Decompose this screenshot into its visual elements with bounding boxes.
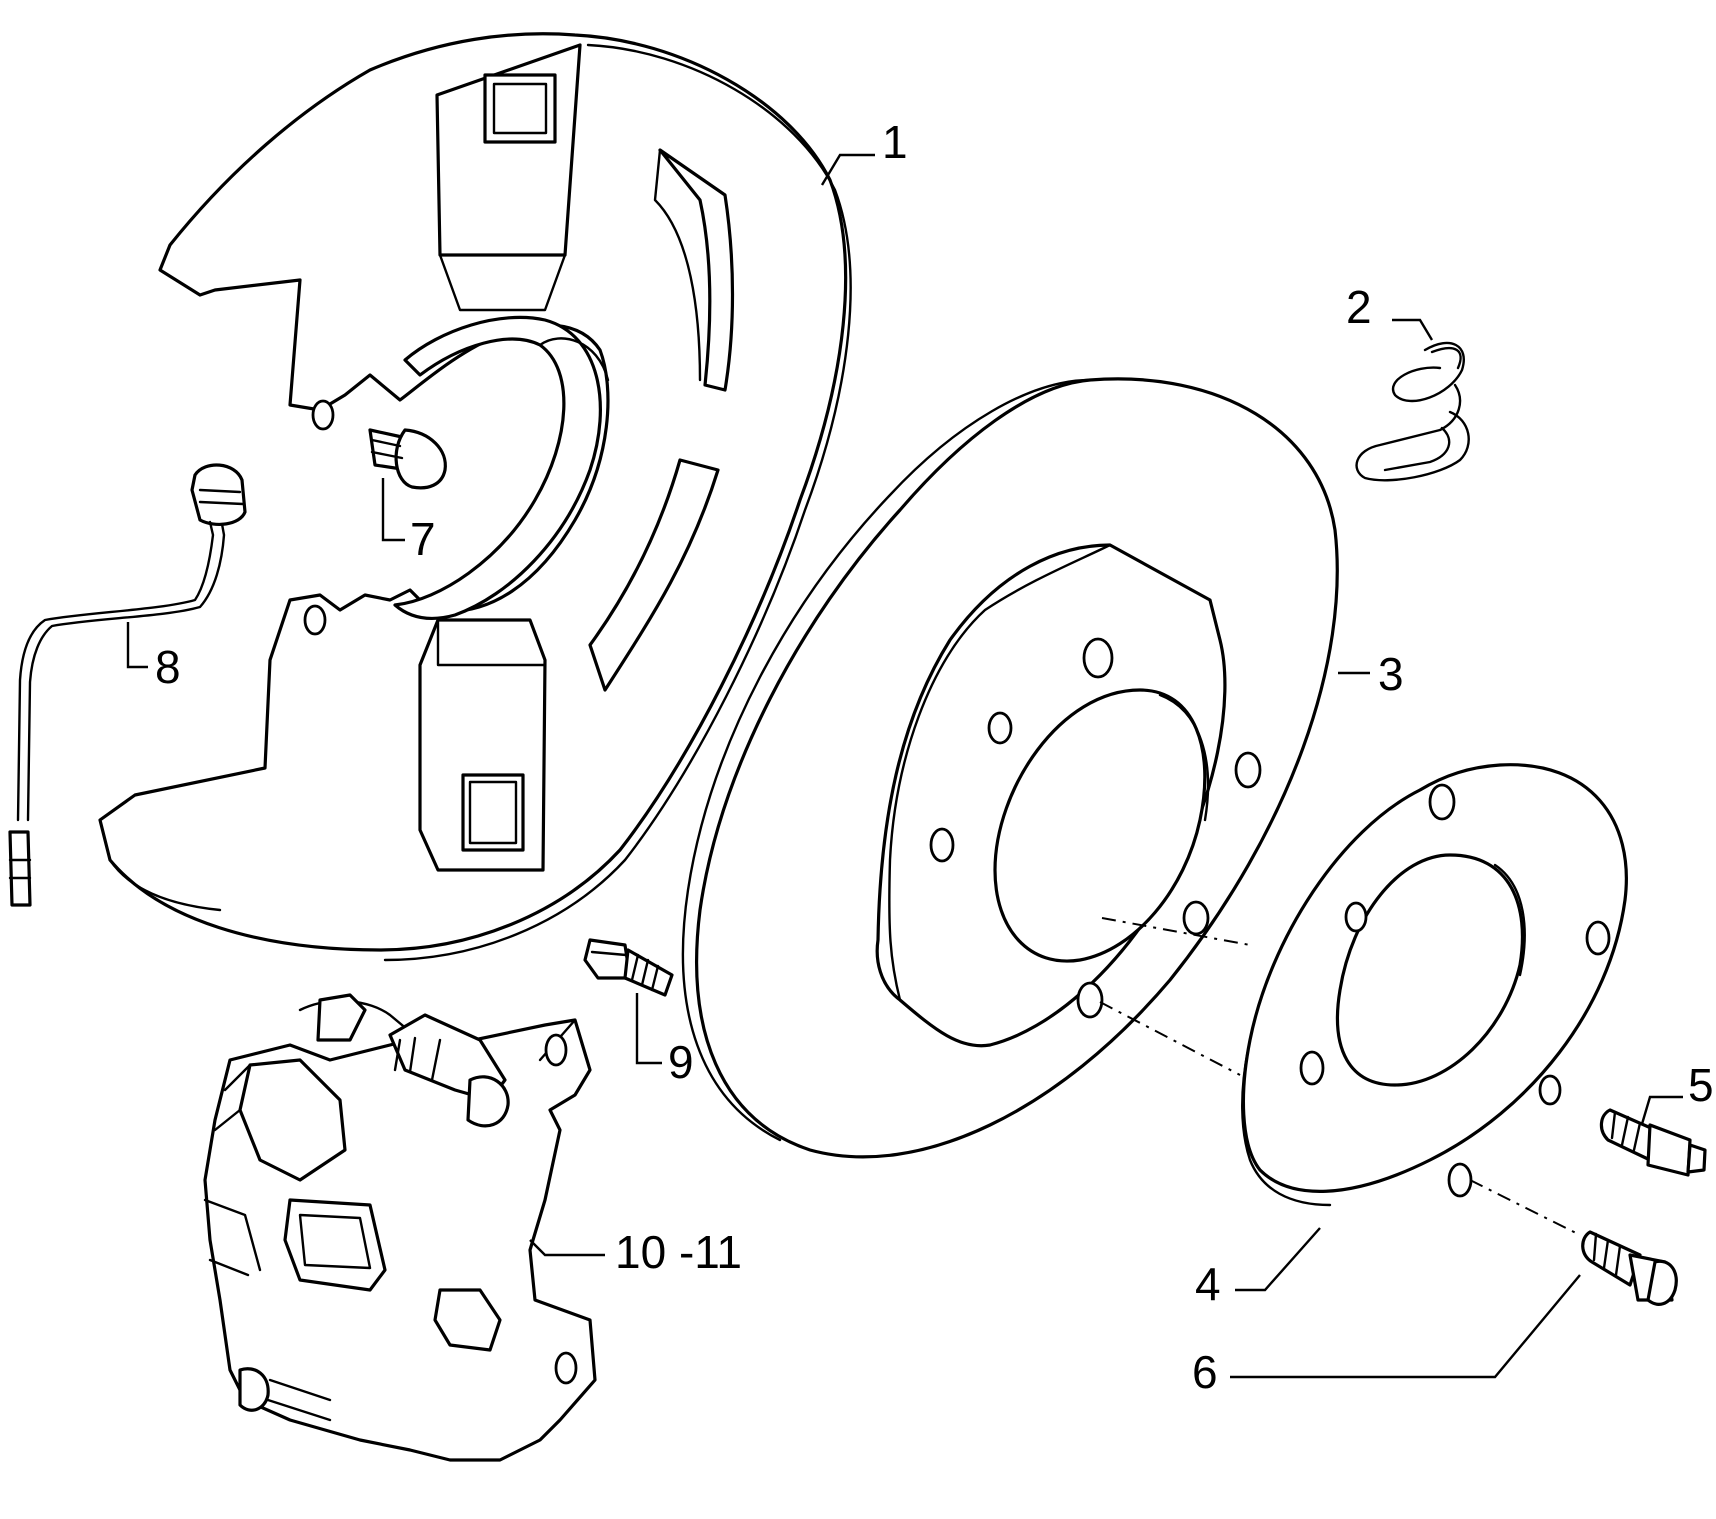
leader-2 bbox=[1392, 318, 1434, 341]
axis-line-bolt bbox=[1469, 1179, 1581, 1236]
callout-2: 2 bbox=[1346, 281, 1372, 333]
shield-bolt bbox=[368, 428, 447, 490]
brake-disc bbox=[681, 377, 1339, 1159]
leader-6 bbox=[1230, 1274, 1581, 1379]
callout-6: 6 bbox=[1192, 1346, 1218, 1398]
callout-9: 9 bbox=[668, 1036, 694, 1088]
axis-line-lower bbox=[1099, 1001, 1241, 1076]
caliper-bolt bbox=[583, 938, 674, 997]
leader-7 bbox=[381, 478, 405, 542]
stud-bolt bbox=[1599, 1108, 1707, 1177]
leader-1 bbox=[820, 153, 875, 186]
callout-4: 4 bbox=[1195, 1258, 1221, 1310]
leader-8 bbox=[126, 622, 148, 669]
axis-line-upper bbox=[1101, 917, 1251, 946]
hex-bolt bbox=[1581, 1230, 1678, 1306]
spacer-ring bbox=[1241, 763, 1628, 1207]
callout-8: 8 bbox=[155, 641, 181, 693]
dust-shield bbox=[98, 32, 852, 962]
callout-5: 5 bbox=[1688, 1059, 1714, 1111]
leader-5 bbox=[1640, 1095, 1683, 1125]
wear-sensor-wire bbox=[8, 463, 247, 907]
callout-7: 7 bbox=[410, 513, 436, 565]
callout-1: 1 bbox=[882, 116, 908, 168]
spring-clip bbox=[1355, 341, 1470, 482]
leader-9 bbox=[635, 993, 662, 1065]
callout-10-11: 10 -11 bbox=[615, 1226, 742, 1278]
leader-4 bbox=[1235, 1227, 1321, 1292]
callout-3: 3 bbox=[1378, 648, 1404, 700]
brake-caliper bbox=[203, 993, 597, 1462]
leader-10-11 bbox=[529, 1239, 605, 1257]
